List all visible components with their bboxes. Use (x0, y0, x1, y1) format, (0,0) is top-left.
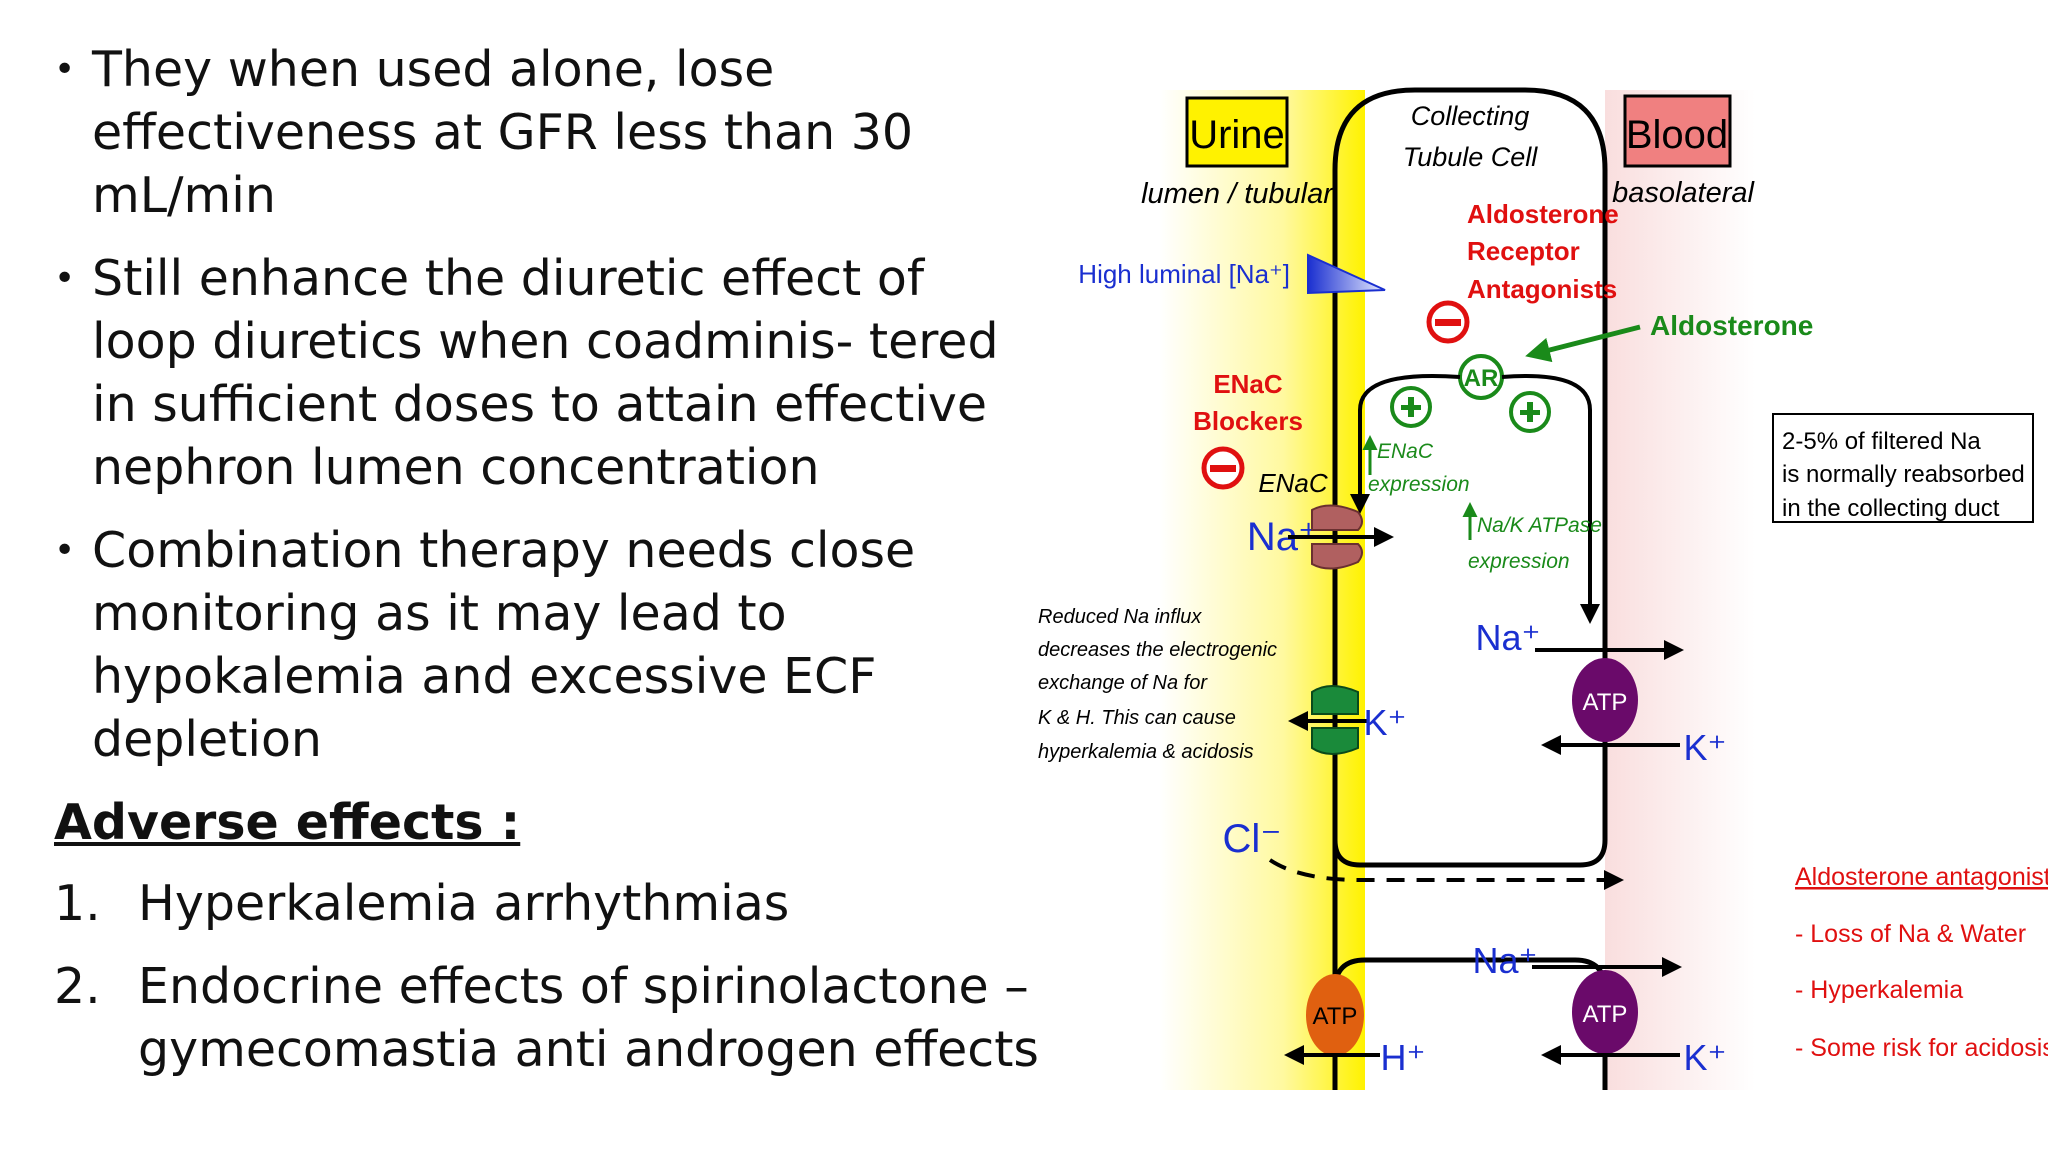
enac-label: ENaC (1258, 468, 1328, 498)
reduced-na-note-line: Reduced Na influx (1038, 606, 1202, 628)
cell-label-line-2: Tubule Cell (1403, 142, 1539, 172)
k-channel-top (1311, 685, 1359, 715)
ara-label-line-3: Antagonists (1467, 274, 1617, 304)
urine-box (1185, 96, 1289, 168)
cl-label: Cl⁻ (1223, 817, 1282, 861)
collecting-tubule-cell-outline (1332, 87, 1608, 1090)
ar-to-atpase-arrow (1501, 374, 1600, 624)
antagonists-title: Aldosterone antagonists (1795, 863, 2048, 891)
filtered-na-line: 2-5% of filtered Na (1782, 428, 1981, 455)
filtered-na-box (1772, 413, 2034, 523)
reduced-na-note-line: K & H. This can cause (1038, 707, 1236, 729)
enac-blockers-line-1: ENaC (1213, 369, 1283, 399)
urine-sub-label: lumen / tubular (1141, 178, 1334, 210)
aldosterone-arrow (1525, 324, 1641, 363)
urine-label: Urine (1189, 113, 1285, 157)
reduced-na-note-line: decreases the electrogenic (1038, 639, 1277, 661)
adverse-effects-heading: Adverse effects : (54, 794, 521, 851)
aldosterone-label: Aldosterone (1650, 310, 1813, 341)
ar-to-enac-arrow (1350, 373, 1461, 514)
atp-label-upper: ATP (1583, 689, 1628, 716)
k-channel-bottom (1311, 727, 1359, 755)
adverse-effects-list: 1. Hyperkalemia arrhythmias 2. Endocrine… (54, 872, 1044, 1081)
urine-region (1160, 90, 1365, 1090)
item-number: 1. (54, 875, 101, 932)
minus-icon-bar (1435, 319, 1461, 326)
blood-label: Blood (1626, 113, 1728, 157)
filtered-na-line: is normally reabsorbed (1782, 461, 2025, 488)
enac-blockers-line-2: Blockers (1193, 406, 1303, 436)
h-atpase-pump (1306, 974, 1364, 1056)
lower-cell-outline (1332, 957, 1608, 1090)
bullet-list: They when used alone, lose effectiveness… (54, 38, 1044, 771)
slide-text: They when used alone, lose effectiveness… (54, 38, 1044, 1101)
enac-expression-line-2: expression (1368, 473, 1470, 496)
k-basolateral-label: K⁺ (1683, 727, 1726, 768)
reduced-na-note-line: hyperkalemia & acidosis (1038, 741, 1254, 763)
plus-icon-v (1527, 402, 1533, 422)
high-luminal-na-label: High luminal [Na⁺] (1078, 259, 1290, 289)
gradient-wedge-icon (1307, 253, 1386, 295)
atp-pump-upper (1572, 658, 1638, 742)
antagonist-effect: - Hyperkalemia (1795, 976, 1963, 1004)
reduced-na-note-line: exchange of Na for (1038, 672, 1208, 694)
nak-expression-line-2: expression (1468, 550, 1570, 573)
blood-region (1605, 90, 1755, 1090)
adverse-item: 2. Endocrine effects of spirinolactone –… (54, 955, 1044, 1081)
atp-pump-lower (1572, 970, 1638, 1054)
bullet-item: They when used alone, lose effectiveness… (54, 38, 1044, 227)
k-luminal-label: K⁺ (1363, 702, 1406, 743)
ara-label-line-2: Receptor (1467, 236, 1580, 266)
item-text: Hyperkalemia arrhythmias (138, 875, 790, 932)
k-lower-label: K⁺ (1683, 1037, 1726, 1078)
cell-label-line-1: Collecting (1411, 101, 1530, 131)
ar-label: AR (1464, 365, 1499, 392)
minus-icon-bar (1210, 465, 1236, 472)
enac-channel-bottom (1311, 543, 1363, 570)
collecting-tubule-diagram: Urine lumen / tubular Collecting Tubule … (1038, 87, 2048, 1090)
h-plus-label: H⁺ (1381, 1037, 1426, 1078)
atp-label-lower-right: ATP (1583, 1001, 1628, 1028)
enac-channel-top (1311, 504, 1363, 531)
nak-expression-line-1: Na/K ATPase (1477, 514, 1602, 537)
item-text: Endocrine effects of spirinolactone – gy… (138, 958, 1039, 1078)
na-basolateral-label: Na⁺ (1475, 617, 1540, 658)
bullet-item: Combination therapy needs close monitori… (54, 519, 1044, 771)
item-number: 2. (54, 958, 101, 1015)
antagonist-effect: - Loss of Na & Water (1795, 920, 2026, 948)
blood-sub-label: basolateral (1612, 177, 1755, 209)
adverse-item: 1. Hyperkalemia arrhythmias (54, 872, 1044, 935)
cl-paracellular-arrow (1268, 858, 1624, 890)
enac-expression-line-1: ENaC (1377, 440, 1434, 463)
atp-label-lower-left: ATP (1313, 1003, 1358, 1030)
antagonist-effect: - Some risk for acidosis (1795, 1034, 2048, 1062)
bullet-item: Still enhance the diuretic effect of loo… (54, 247, 1044, 499)
plus-icon-v (1408, 397, 1414, 417)
filtered-na-line: in the collecting duct (1782, 495, 2000, 522)
na-lower-label: Na⁺ (1472, 940, 1537, 981)
ara-label-line-1: Aldosterone (1467, 199, 1619, 229)
blood-box (1623, 94, 1732, 168)
